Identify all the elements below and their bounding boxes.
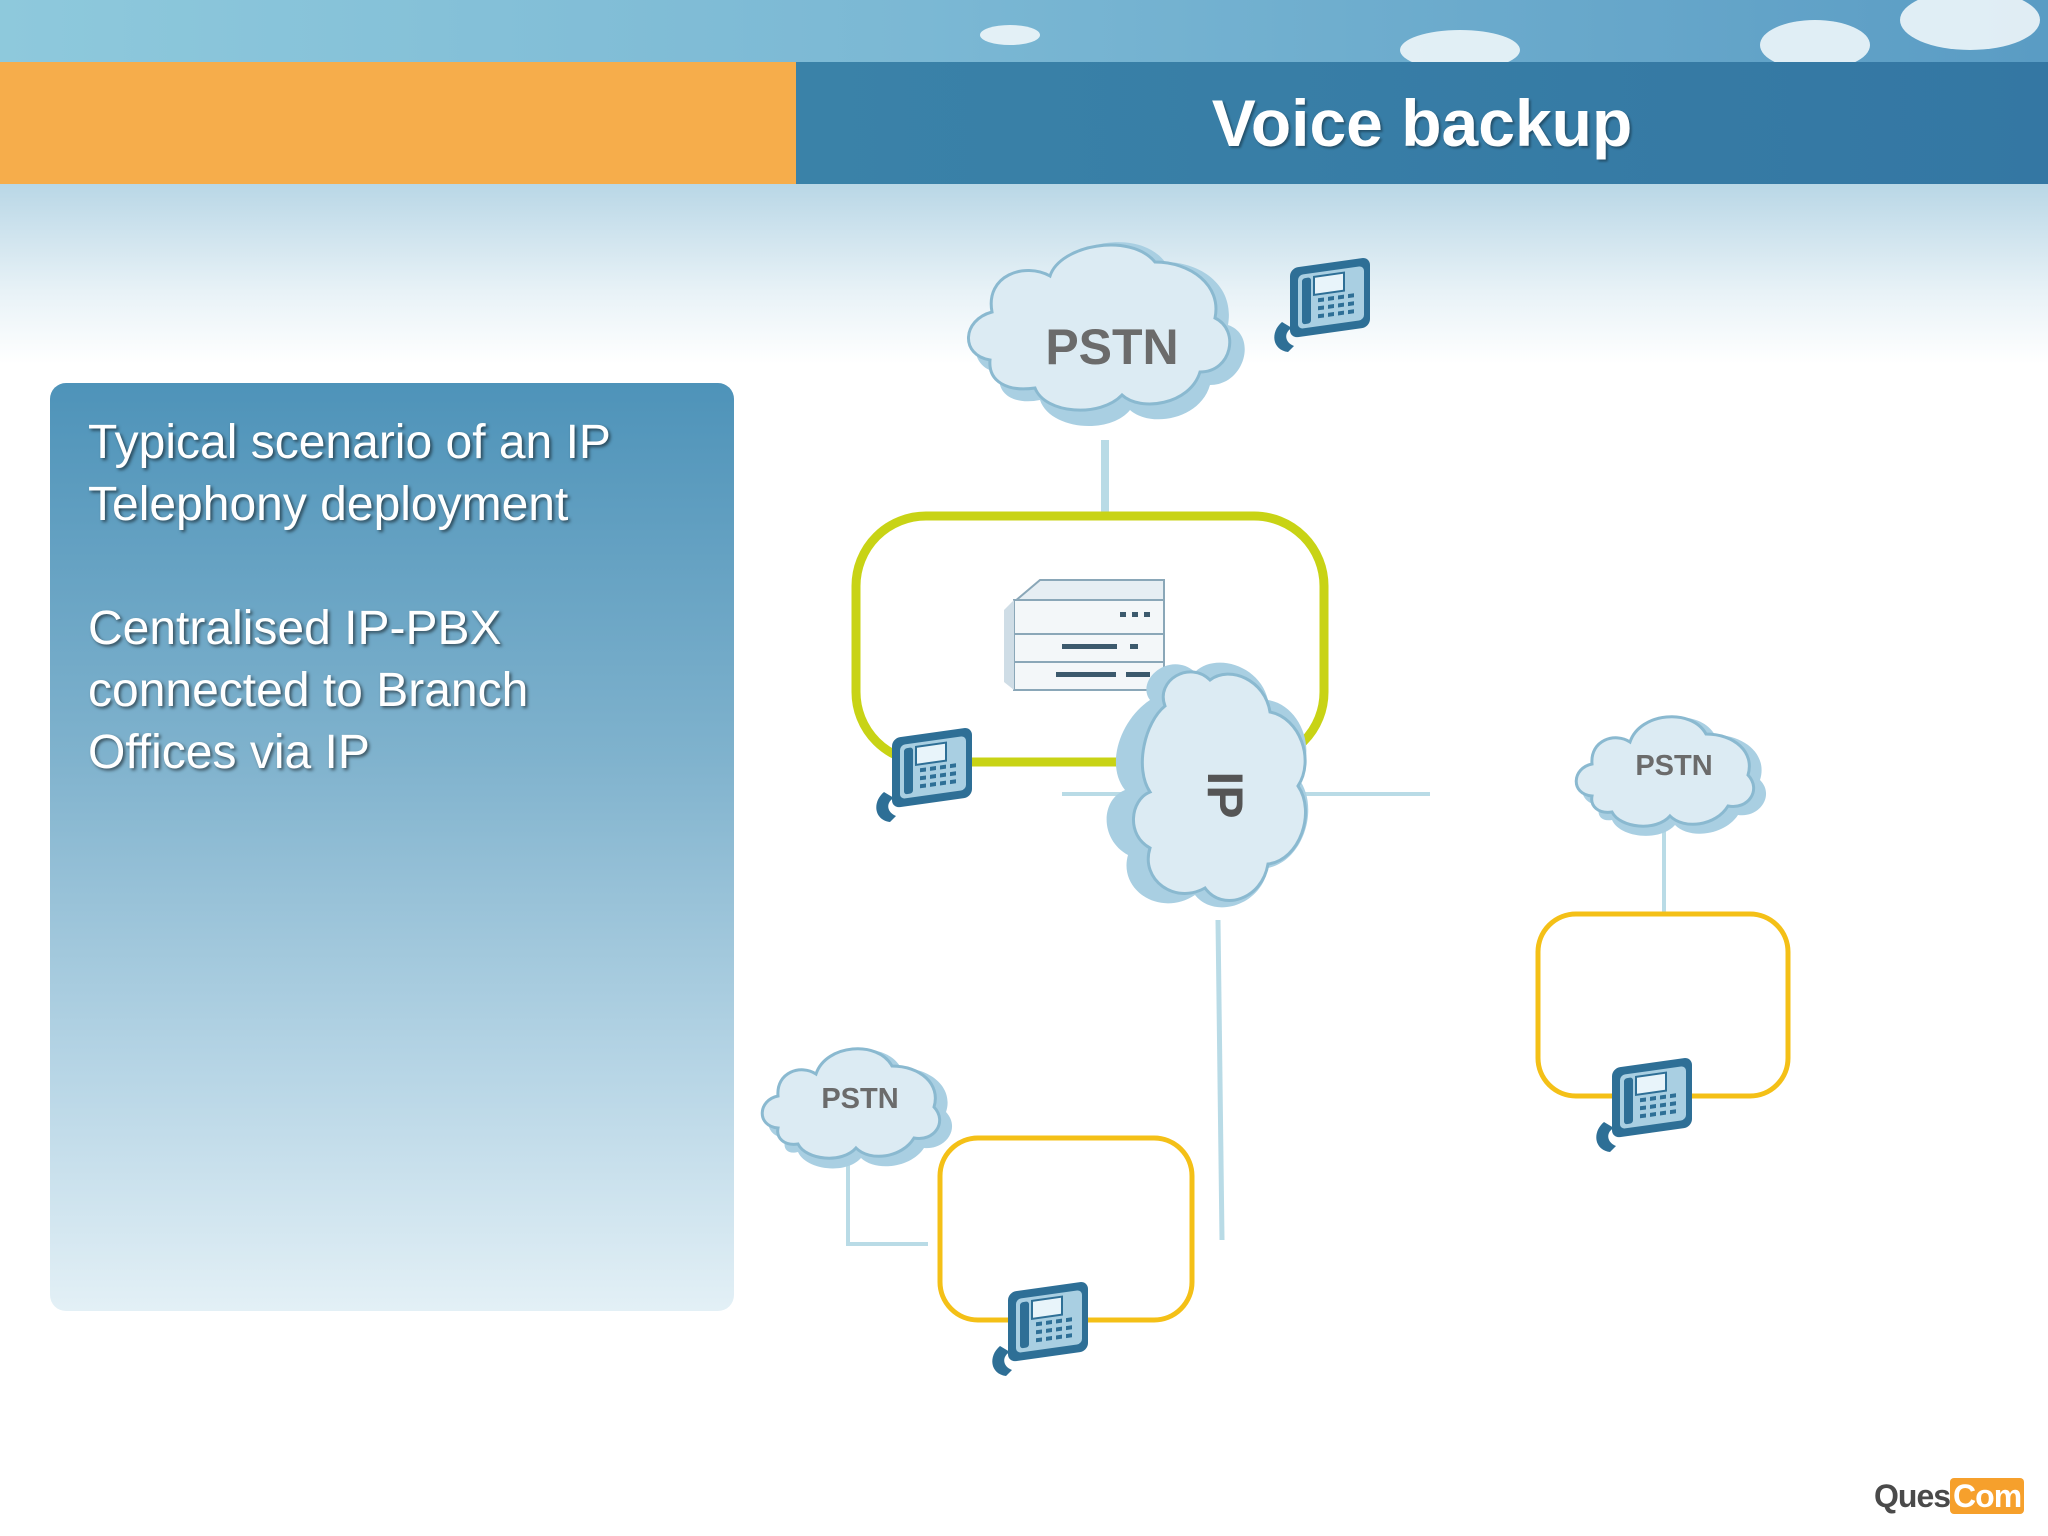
link-left-branch (846, 1160, 928, 1246)
phone-icon-hq (875, 725, 973, 823)
sky-banner (0, 0, 2048, 62)
company-logo: QuesCom (1874, 1478, 2025, 1520)
text-panel (50, 383, 734, 1311)
pstn-label-left: PSTN (821, 1083, 898, 1115)
ip-label: IP (1197, 771, 1253, 818)
slide-title: Voice backup (1211, 86, 1633, 160)
ip-cloud: IP (1106, 662, 1309, 908)
pstn-label-main: PSTN (1045, 319, 1178, 375)
title-bar (796, 62, 2048, 184)
phone-icon-left-branch (991, 1279, 1089, 1377)
hq-site-outline (851, 511, 1329, 767)
pstn-cloud-right-branch: PSTN (1574, 715, 1767, 836)
phone-icon-right-branch (1595, 1055, 1693, 1153)
pstn-cloud-main: PSTN (967, 242, 1245, 427)
title-bar-accent (0, 62, 796, 184)
pstn-label-right: PSTN (1635, 750, 1712, 782)
panel-text: Typical scenario of an IP Telephony depl… (88, 416, 611, 779)
link-ip-down (1215, 919, 1225, 1241)
ip-pbx-server (1004, 579, 1165, 691)
phone-icon-pstn (1273, 255, 1371, 353)
pstn-cloud-left-branch: PSTN (760, 1047, 953, 1169)
